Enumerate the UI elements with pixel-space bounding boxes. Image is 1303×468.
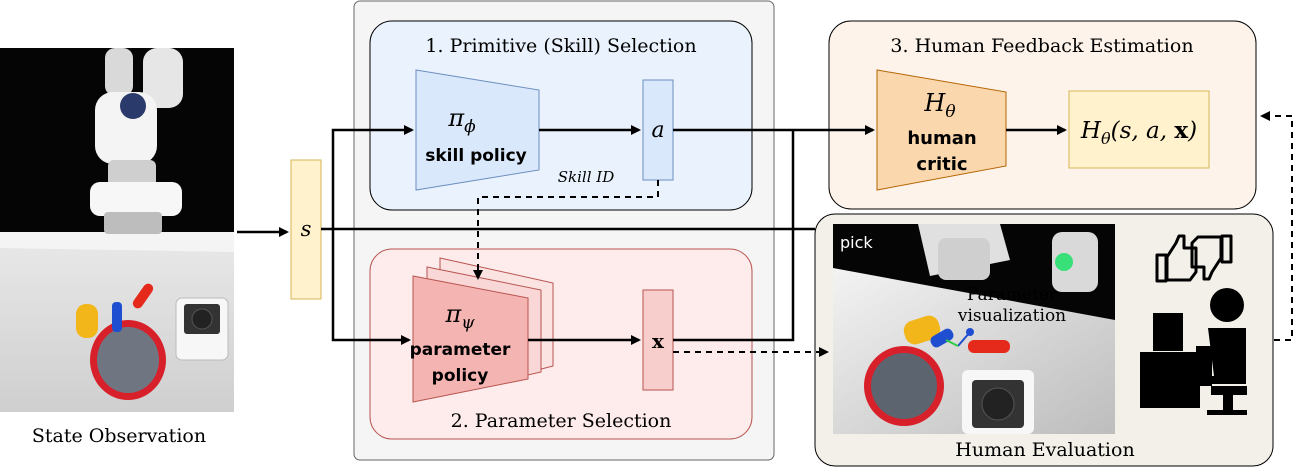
skill-policy-symbol: π <box>447 104 465 132</box>
parameter-output-label: x <box>652 329 665 353</box>
svg-text:πψ: πψ <box>444 300 475 333</box>
thumbs-up-icon <box>1155 234 1198 283</box>
parameter-output-box <box>642 289 674 391</box>
parameter-policy-label-line1: parameter <box>410 340 511 360</box>
skill-policy-label: skill policy <box>425 146 527 166</box>
skill-output-label: a <box>651 118 664 143</box>
parameter-policy-symbol: π <box>444 300 462 328</box>
feedback-output-box <box>1068 90 1210 169</box>
parameter-policy-subscript: ψ <box>461 313 475 333</box>
feedback-estimation-title: 3. Human Feedback Estimation <box>890 35 1193 57</box>
human-critic-label-line1: human <box>907 128 976 149</box>
skill-id-label: Skill ID <box>558 168 614 186</box>
human-critic-subscript: θ <box>945 102 955 122</box>
feedback-output-formula: Hθ(s, a, x) <box>1080 117 1197 148</box>
parameter-selection-title: 2. Parameter Selection <box>451 410 672 432</box>
evaluation-tag: pick <box>840 233 873 252</box>
human-critic-label-line2: critic <box>916 154 967 175</box>
flow-arrows <box>237 125 1067 345</box>
parameter-policy-trapezoid <box>412 275 529 403</box>
dashed-arrows <box>473 111 1293 357</box>
parameter-visualization-line1: Parameter <box>967 285 1058 305</box>
svg-text:Hθ: Hθ <box>923 89 955 122</box>
state-box-label: s <box>301 217 312 241</box>
svg-text:πϕ: πϕ <box>447 104 476 137</box>
human-critic-trapezoid <box>876 69 1007 191</box>
skill-policy-subscript: ϕ <box>464 117 476 137</box>
human-evaluation-caption: Human Evaluation <box>955 439 1134 461</box>
state-observation-caption: State Observation <box>32 425 206 447</box>
state-observation-photo <box>0 48 234 412</box>
parameter-policy-label-line2: policy <box>432 366 489 386</box>
skill-selection-title: 1. Primitive (Skill) Selection <box>425 35 696 57</box>
evaluation-photo <box>833 224 1115 434</box>
state-box <box>290 159 322 300</box>
skill-policy-trapezoid <box>415 69 540 191</box>
thumbs-down-icon <box>1190 234 1233 281</box>
human-critic-symbol: H <box>923 89 946 117</box>
person-at-computer-icon <box>1140 288 1247 415</box>
parameter-visualization-line2: visualization <box>957 306 1066 326</box>
